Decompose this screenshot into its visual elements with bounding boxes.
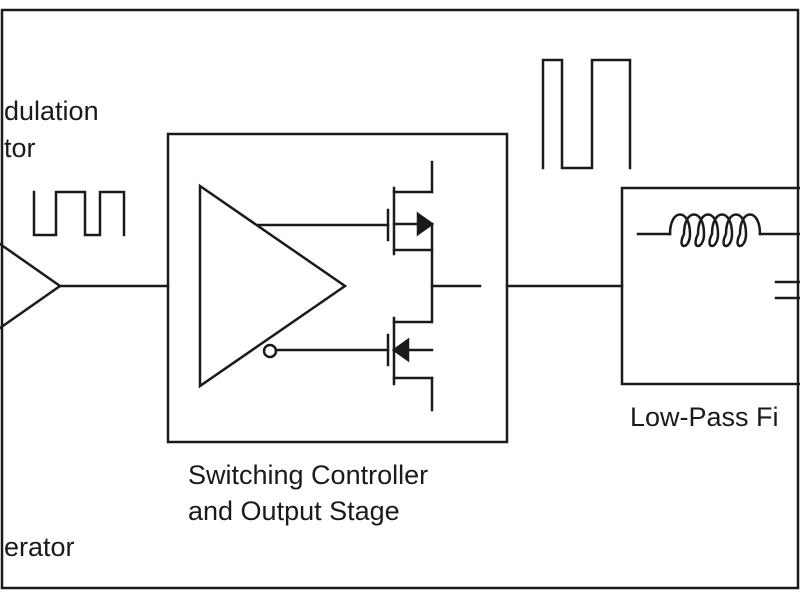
inductor-coil xyxy=(668,213,762,248)
switching-label-line2: and Output Stage xyxy=(188,496,400,526)
filter-label: Low-Pass Fi xyxy=(630,402,779,432)
modulator-label-line2: tor xyxy=(4,133,36,163)
modulator-comparator xyxy=(0,242,63,330)
low-side-arrow xyxy=(391,337,410,363)
modulator-label-line1: dulation xyxy=(4,96,99,126)
switching-label-line1: Switching Controller xyxy=(188,460,428,490)
low-side-mosfet xyxy=(386,316,434,412)
high-side-arrow xyxy=(416,211,435,237)
pwm-waveform-input xyxy=(32,190,126,237)
inverting-bubble xyxy=(262,343,278,359)
low-pass-filter-block xyxy=(620,186,800,386)
switching-controller-block xyxy=(166,132,509,444)
diagram-border xyxy=(0,8,800,590)
gate-driver-triangle xyxy=(198,183,348,389)
high-side-mosfet xyxy=(386,160,434,322)
pwm-waveform-output xyxy=(541,58,632,170)
generator-label: erator xyxy=(4,532,75,562)
